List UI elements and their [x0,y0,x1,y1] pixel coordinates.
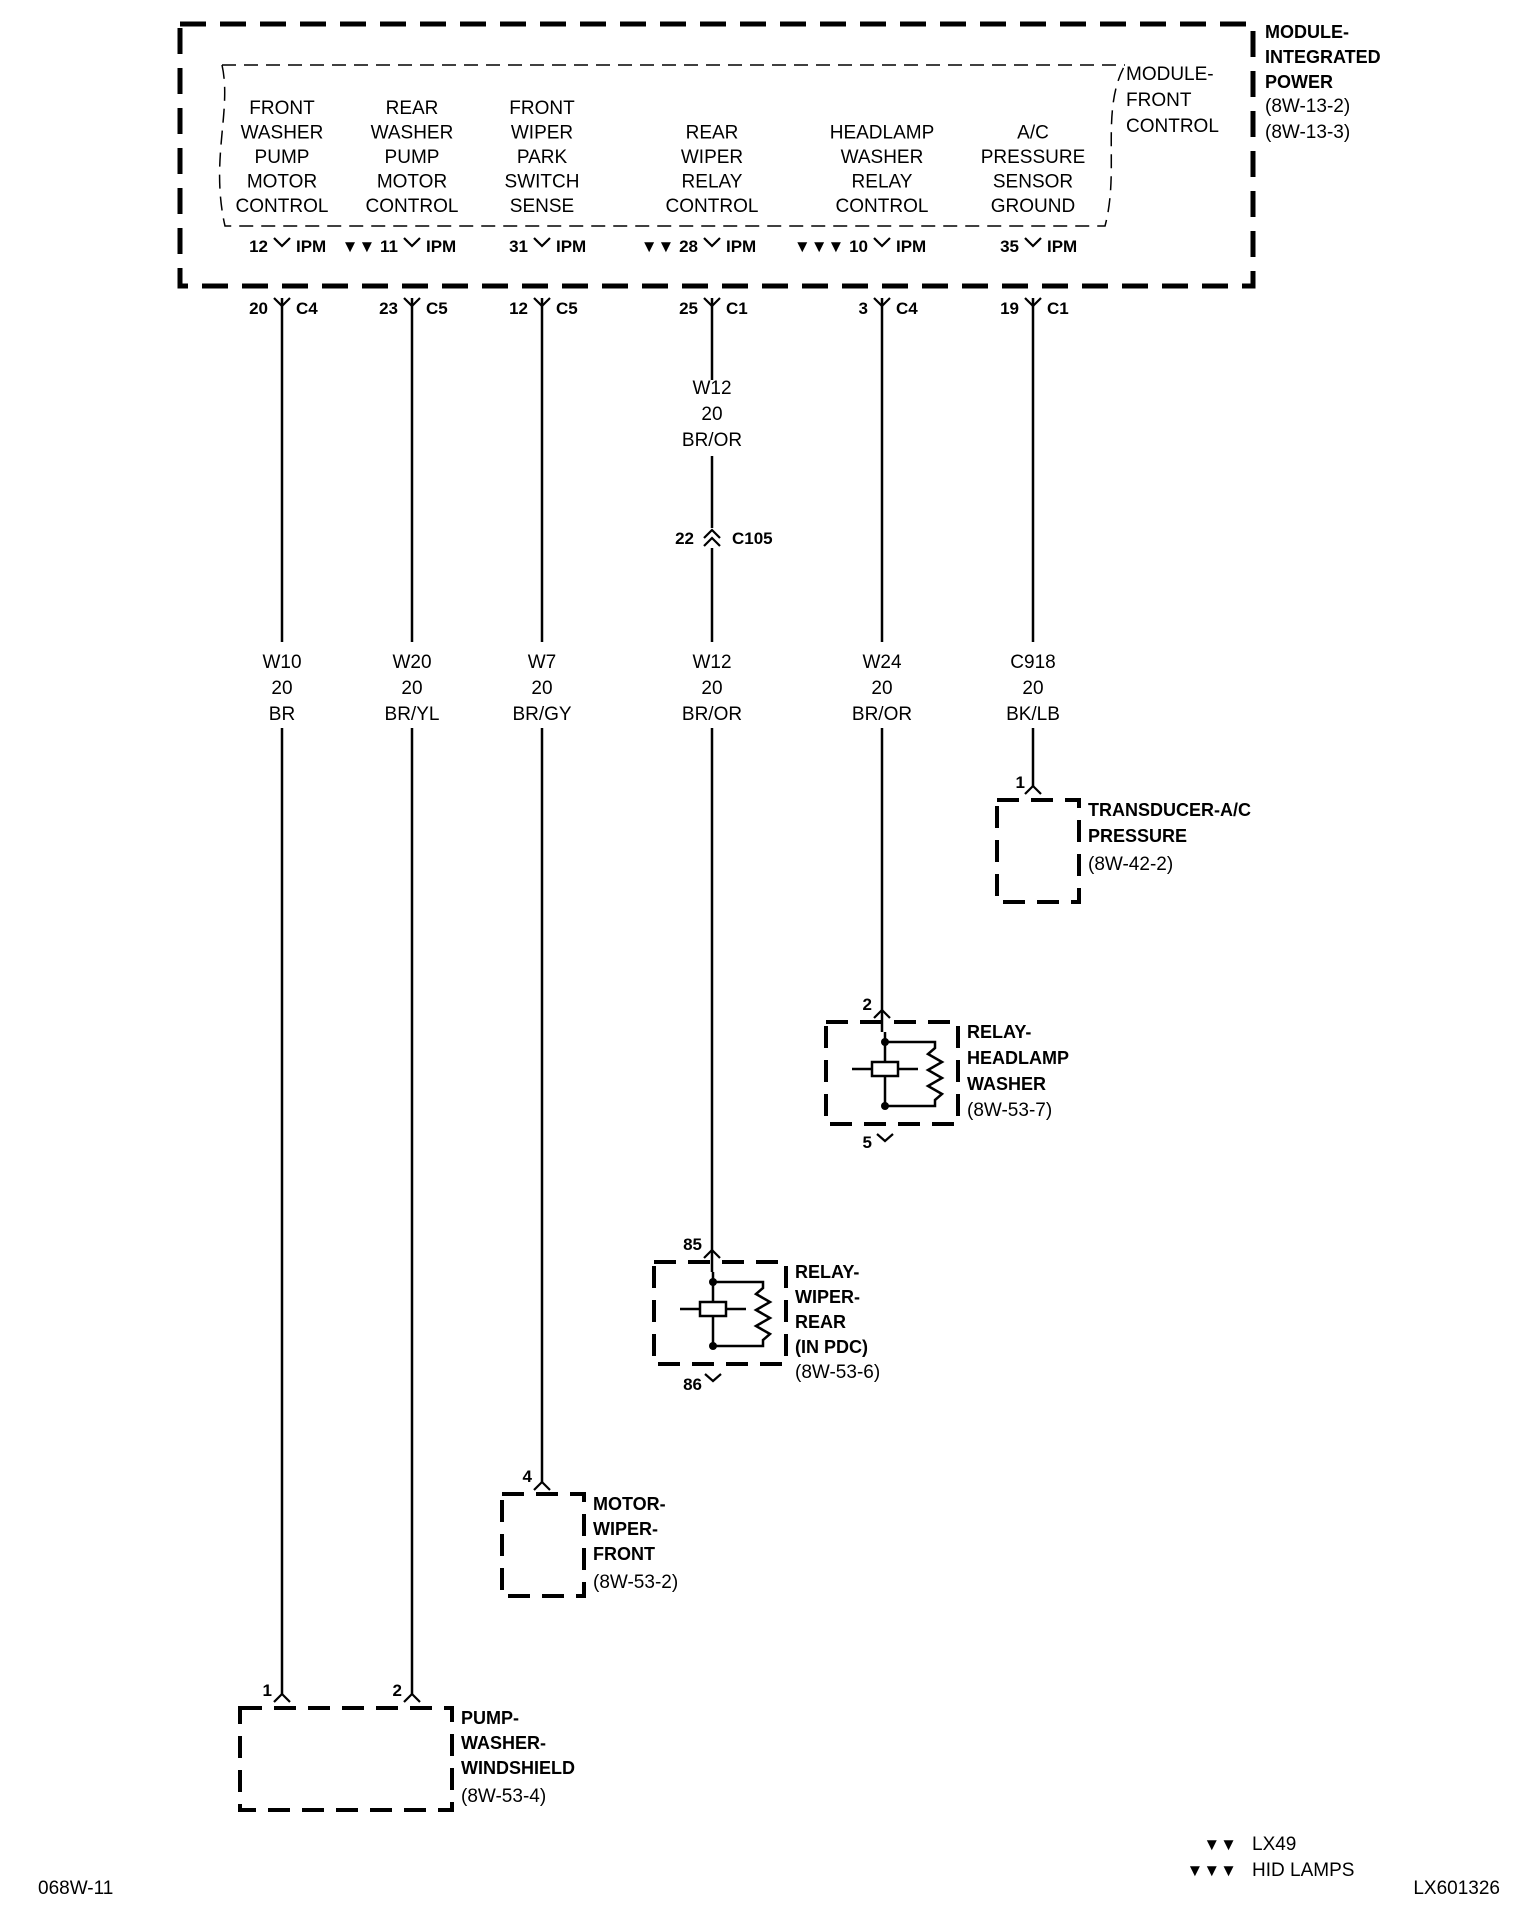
ipm-label: IPM [896,237,926,256]
ipm-connector [533,237,551,248]
ipm-pin: 35 [1000,237,1019,256]
ipm-label: IPM [296,237,326,256]
connector-pin: 12 [509,299,528,318]
relay-headlamp-pin-top: 2 [863,995,872,1014]
relay-wiper-pin-bottom: 86 [683,1375,702,1394]
pump-washer-windshield: PUMP-WASHER-WINDSHIELD (8W-53-4) 1 2 [238,1681,575,1812]
connector-pin: 20 [249,299,268,318]
ipm-pin: ▼▼▼ 10 [794,237,868,256]
legend: ▼▼ LX49 ▼▼▼ HID LAMPS [1187,1834,1355,1881]
module-ref-2: (8W-13-3) [1265,122,1350,143]
ipm-label: IPM [726,237,756,256]
connector-name: C4 [896,299,918,318]
relay-wiper-rear: RELAY-WIPER-REAR(IN PDC) (8W-53-6) 85 86 [652,1235,880,1394]
connector-pin: 19 [1000,299,1019,318]
connector-pin: 25 [679,299,698,318]
ipm-connector [873,237,891,248]
connector-pin: 23 [379,299,398,318]
transducer-ref: (8W-42-2) [1088,854,1173,875]
motor-wiper-name: MOTOR-WIPER-FRONT [593,1494,666,1564]
ipm-pin: ▼▼ 11 [342,237,398,256]
module-front-control-outline [218,64,1126,227]
pump-washer-name: PUMP-WASHER-WINDSHIELD [461,1708,575,1778]
inline-pin: 22 [675,529,694,548]
component-connector [1024,784,1042,795]
ipm-pin: 12 [249,237,268,256]
pump-washer-pin-right: 2 [393,1681,402,1700]
ipm-label: IPM [1047,237,1077,256]
transducer-pin: 1 [1016,773,1025,792]
ipm-label: IPM [426,237,456,256]
legend-symbol-hid: ▼▼▼ [1187,1861,1237,1880]
pump-washer-pin-left: 1 [263,1681,272,1700]
component-connector [403,1692,421,1703]
module-ref-1: (8W-13-2) [1265,96,1350,117]
footer-right: LX601326 [1413,1878,1500,1899]
ipm-connector [273,237,291,248]
connector-name: C5 [426,299,448,318]
component-connector [533,1480,551,1491]
ipm-label: IPM [556,237,586,256]
connector-name: C1 [726,299,748,318]
relay-wiper-pin-top: 85 [683,1235,702,1254]
motor-wiper-ref: (8W-53-2) [593,1572,678,1593]
footer-left: 068W-11 [38,1878,113,1899]
relay-wiper-name: RELAY-WIPER-REAR(IN PDC) [795,1262,868,1357]
connector-name: C5 [556,299,578,318]
module-integrated-power-box [177,21,1256,289]
connector-pin: 3 [859,299,868,318]
ipm-connector [703,237,721,248]
ipm-pin: 31 [509,237,528,256]
legend-label-lx49: LX49 [1252,1834,1296,1855]
connector-name: C4 [296,299,318,318]
legend-symbol-lx49: ▼▼ [1203,1835,1237,1854]
inline-connector-name: C105 [732,529,773,548]
ipm-connector [403,237,421,248]
motor-wiper-front: MOTOR-WIPER-FRONT (8W-53-2) 4 [500,1467,678,1598]
ipm-connector [1024,237,1042,248]
legend-label-hid: HID LAMPS [1252,1860,1354,1881]
pump-washer-ref: (8W-53-4) [461,1786,546,1807]
connector-name: C1 [1047,299,1069,318]
ipm-pin: ▼▼ 28 [641,237,698,256]
motor-wiper-pin: 4 [523,1467,533,1486]
inline-connector [703,528,721,547]
relay-wiper-ref: (8W-53-6) [795,1362,880,1383]
relay-headlamp-ref: (8W-53-7) [967,1100,1052,1121]
component-connector [273,1692,291,1703]
relay-headlamp-pin-bottom: 5 [863,1133,872,1152]
